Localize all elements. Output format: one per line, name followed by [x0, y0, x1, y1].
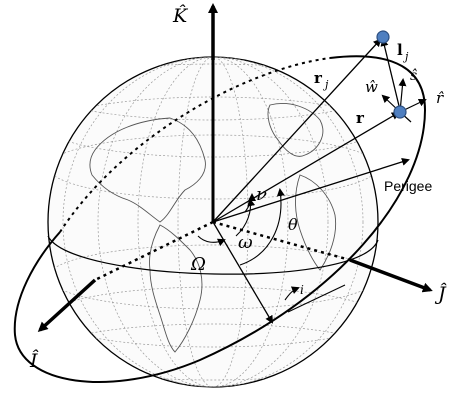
nu-label: ν: [256, 184, 267, 205]
perigee-label: Perigee: [384, 178, 432, 194]
w-hat-label: ŵ: [365, 78, 378, 96]
l-j-subscript: j: [402, 50, 409, 63]
s-hat-label: ŝ: [410, 68, 417, 84]
i-axis-hidden: [94, 220, 214, 282]
l-j-vector: [380, 38, 401, 111]
k-axis-label: K̂: [172, 5, 189, 27]
satellite-j: [376, 30, 390, 44]
Omega-label: Ω: [190, 254, 206, 275]
axes: [37, 3, 433, 333]
r-j-label: r: [314, 69, 323, 87]
inclination-label: i: [300, 283, 304, 297]
j-axis-label: Ĵ: [434, 282, 447, 305]
r-j-vector: [212, 38, 382, 223]
orbit: [13, 55, 427, 383]
i-axis: [37, 278, 97, 333]
inclination-arc: [284, 286, 300, 301]
equator-front: [47, 235, 379, 275]
r-label: r: [356, 109, 365, 127]
i-axis-label: Î: [29, 349, 39, 372]
omega-label: ω: [238, 232, 253, 253]
omega-arc: [235, 198, 256, 237]
orbit-hidden-arc: [59, 57, 331, 233]
Omega-arc: [197, 235, 226, 247]
angle-arcs: [197, 188, 346, 313]
j-axis-hidden: [212, 220, 351, 262]
orbit-visible-arc: [13, 55, 427, 383]
satellite-observer: [393, 105, 407, 119]
theta-label: θ: [288, 215, 298, 234]
r-vector: [212, 111, 400, 223]
l-j-label: l: [397, 41, 403, 59]
inclination-reference-line: [287, 284, 346, 313]
r-hat-label: r̂: [436, 89, 444, 107]
r-j-subscript: j: [322, 78, 329, 91]
node-line-vector: [212, 221, 274, 324]
j-axis: [349, 258, 433, 293]
theta-arc: [239, 188, 285, 266]
labels: K̂ Î Ĵ r j r l j ŝ ŵ r̂ Perigee ν θ ω Ω …: [29, 5, 447, 372]
